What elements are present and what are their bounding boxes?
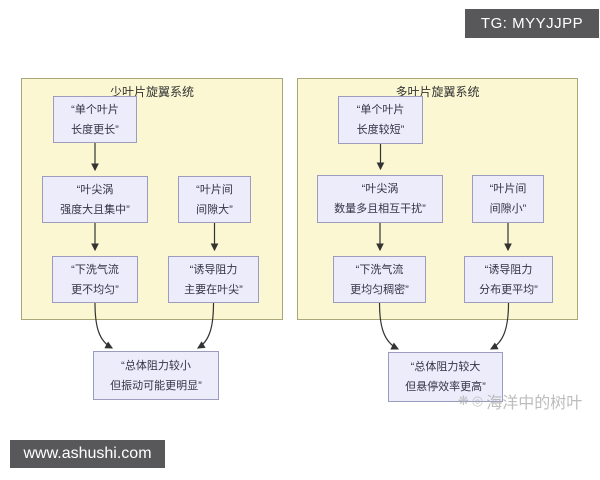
panel-title-multi-blade: 多叶片旋翼系统	[395, 85, 480, 99]
watermark-flower-icon: ❋	[458, 393, 469, 408]
node-left-blade-length: “单个叶片 长度更长”	[53, 96, 137, 143]
node-left-induced-drag: “诱导阻力 主要在叶尖”	[168, 256, 259, 303]
website-badge: www.ashushi.com	[10, 440, 165, 468]
arrow-left-low1-to-result	[94, 302, 114, 349]
node-left-result: “总体阻力较小 但振动可能更明显”	[93, 351, 219, 400]
panel-title-few-blade: 少叶片旋翼系统	[109, 85, 194, 99]
arrow-right-low1-to-result	[378, 302, 400, 350]
node-right-blade-gap: “叶片间 间隙小”	[472, 175, 544, 223]
node-left-tip-vortex: “叶尖涡 强度大且集中”	[42, 176, 148, 223]
node-right-result: “总体阻力较大 但悬停效率更高”	[388, 352, 503, 402]
node-left-blade-gap: “叶片间 间隙大”	[178, 176, 251, 223]
node-right-blade-length: “单个叶片 长度较短”	[338, 96, 423, 144]
node-left-downwash: “下洗气流 更不均匀”	[52, 256, 138, 303]
watermark-camera-icon: ◎	[471, 393, 484, 408]
tg-channel-badge: TG: MYYJJPP	[465, 9, 599, 38]
watermark: ❋ ◎ 海洋中的树叶	[458, 389, 582, 413]
node-right-tip-vortex: “叶尖涡 数量多且相互干扰”	[317, 175, 443, 223]
node-right-induced-drag: “诱导阻力 分布更平均”	[464, 256, 553, 303]
watermark-text: 海洋中的树叶	[486, 395, 583, 412]
node-right-downwash: “下洗气流 更均匀稠密”	[333, 256, 426, 303]
arrow-left-low2-to-result	[197, 302, 215, 349]
arrow-right-low2-to-result	[489, 302, 510, 350]
